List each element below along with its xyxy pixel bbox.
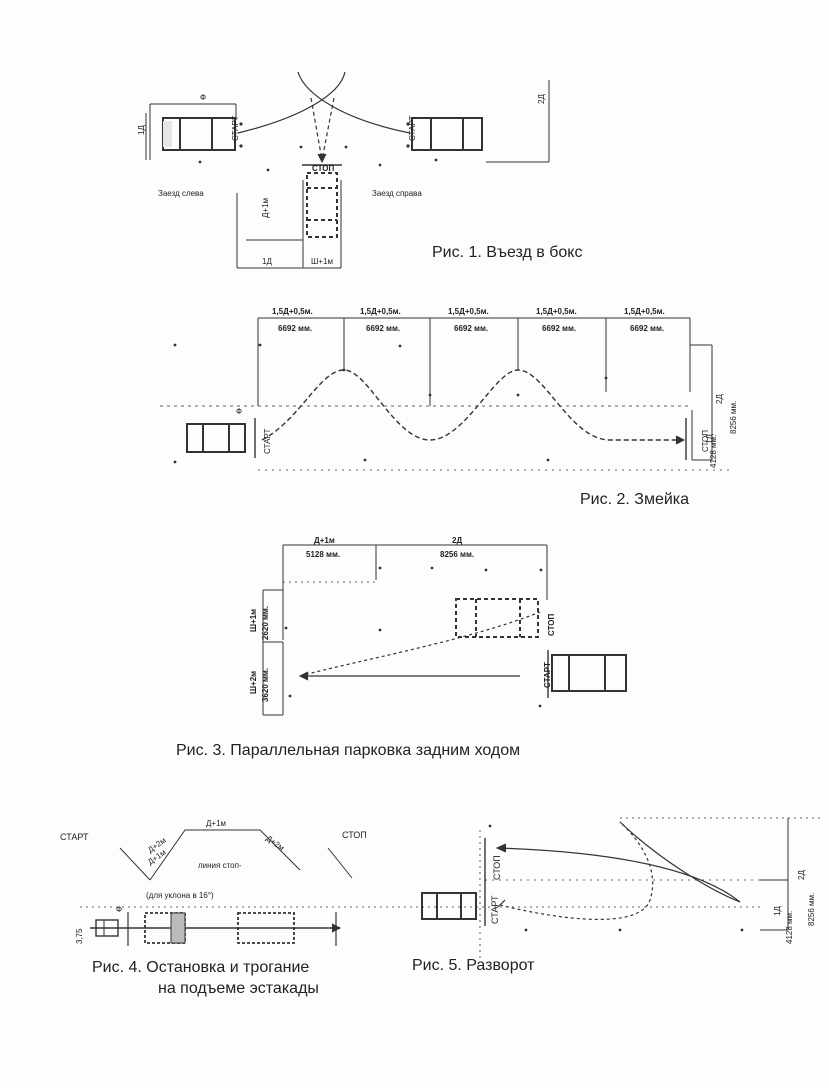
fig2-dim1-value: 4128 мм. [709,435,718,468]
fig4-car-start [95,919,119,937]
fig2-seg2-formula: 1,5Д+0,5м. [360,307,401,316]
fig1-dim-top-label: Ф [200,93,206,102]
fig3-left-lower-formula: Ш+2м [249,671,258,694]
fig5-u-turn [421,817,820,960]
fig5-dim1-value: 4128 мм. [785,911,794,944]
fig2-snake-path [261,369,682,441]
fig4-ramp-profile [119,829,301,881]
fig1-entry-right-label: Заезд справа [372,189,422,198]
fig2-start-label: СТАРТ [263,429,272,454]
fig2-seg4-value: 6692 мм. [542,324,576,333]
fig5-dim2-value: 8256 мм. [807,893,816,926]
fig2-seg1-value: 6692 мм. [278,324,312,333]
fig1-dim-box-len-label: Д+1м [261,198,270,218]
fig1-box-entry [145,71,550,269]
fig5-caption: Рис. 5. Разворот [412,957,535,974]
fig3-top-right-value: 8256 мм. [440,550,474,559]
fig3-car-start [551,654,627,692]
fig2-dim2-label: 2Д [715,394,724,404]
fig2-marker: Ф [236,407,242,416]
fig1-caption: Рис. 1. Въезд в бокс [432,244,583,261]
fig1-car-box [306,172,338,238]
fig1-entry-left-label: Заезд слева [158,189,204,198]
fig3-caption: Рис. 3. Параллельная парковка задним ход… [176,742,521,759]
fig1-car-right [411,117,483,151]
fig5-turn-path-2 [497,847,741,903]
fig1-dim-right-label: 2Д [537,94,546,104]
fig3-top-left-formula: Д+1м [314,536,335,545]
fig4-caption-line2: на подъеме эстакады [158,980,319,997]
fig2-dim1-label: 1Д [705,434,714,444]
fig2-seg2-value: 6692 мм. [366,324,400,333]
fig2-seg5-formula: 1,5Д+0,5м. [624,307,665,316]
fig4-dim-e-label: 3,75 [75,928,84,944]
fig4-stop-line-label: линия стоп- [198,861,242,870]
fig3-left-lower-value: 3620 мм. [261,668,270,702]
fig4-start-label: СТАРТ [60,832,89,842]
fig4-hill-start [80,829,760,946]
fig5-dim2-label: 2Д [797,870,806,880]
fig2-seg3-formula: 1,5Д+0,5м. [448,307,489,316]
fig4-dim-b-label: Д+1м [206,819,226,828]
fig2-seg1-formula: 1,5Д+0,5м. [272,307,313,316]
fig4-platform-1 [144,912,186,944]
fig3-car-parked [455,598,539,638]
fig2-stop-label: СТОП [701,430,710,452]
fig1-start-label-right: СТАРТ [408,116,417,141]
fig2-segment-labels: 1,5Д+0,5м. 6692 мм. 1,5Д+0,5м. 6692 мм. … [272,307,665,333]
fig2-seg4-formula: 1,5Д+0,5м. [536,307,577,316]
fig2-caption: Рис. 2. Змейка [580,491,690,508]
fig3-left-upper-value: 2620 мм. [261,606,270,640]
fig4-caption-line1: Рис. 4. Остановка и трогание [92,959,310,976]
fig2-seg5-value: 6692 мм. [630,324,664,333]
fig4-marker: Ф [116,905,122,914]
fig3-stop-label: СТОП [547,614,556,636]
fig3-top-right-formula: 2Д [452,536,462,545]
fig1-car-left [162,117,236,151]
fig3-parking-path [299,611,541,677]
fig5-stop-label: СТОП [492,855,502,880]
fig1-arc-left [237,71,346,134]
fig1-dim-bottom-left-label: 1Д [262,257,272,266]
fig1-arc-right [297,71,411,134]
fig1-dim-left-label: 1Д [137,125,146,135]
fig1-stop-label: СТОП [312,164,334,173]
fig1-start-label-left: СТАРТ [231,116,240,141]
fig2-segment-ticks [257,318,691,406]
fig1-dim-box-width-label: Ш+1м [311,257,333,266]
fig4-dim-d-label: Д+2м [264,834,286,853]
fig2-dim2-value: 8256 мм. [729,401,738,434]
fig4-stop-label: СТОП [342,830,367,840]
fig5-start-label: СТАРТ [490,895,500,924]
fig3-top-left-value: 5128 мм. [306,550,340,559]
fig4-platform-2 [237,912,295,944]
fig2-snake [160,317,730,471]
fig4-slope-note: (для уклона в 16°) [146,891,214,900]
fig5-dim1-label: 1Д [773,906,782,916]
fig5-turn-path-1 [499,821,654,920]
fig3-parallel-parking [262,544,627,716]
fig5-car-start [421,892,477,920]
fig3-left-upper-formula: Ш+1м [249,609,258,632]
fig3-start-label: СТАРТ [543,662,552,688]
fig2-seg3-value: 6692 мм. [454,324,488,333]
fig2-car-start [186,423,246,453]
